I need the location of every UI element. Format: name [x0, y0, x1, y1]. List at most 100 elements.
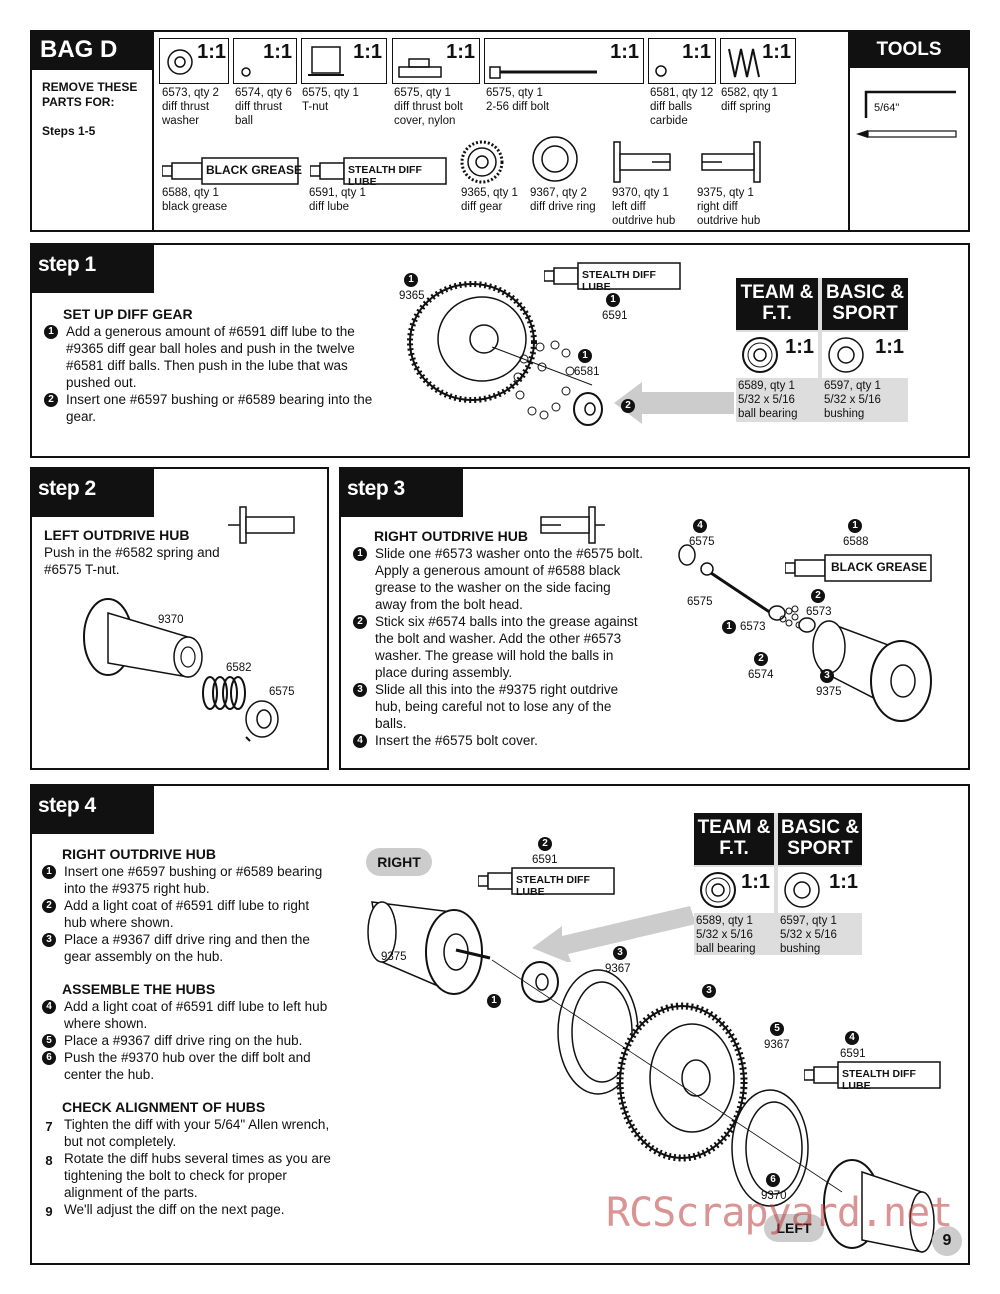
callout-num: 5 [770, 1022, 784, 1036]
part-6573-cell: 1:1 [159, 38, 229, 84]
allen-wrench-label: 5/64" [874, 102, 900, 114]
grease-tube-icon [162, 157, 299, 185]
tools-divider [848, 32, 850, 230]
callout-9375: 9375 [381, 951, 407, 963]
part-6574-cell: 1:1 [233, 38, 297, 84]
stealth-lube-label: STEALTH DIFF LUBE [582, 269, 656, 293]
callout-num: 3 [702, 984, 716, 998]
diff-gear-illustration [407, 281, 593, 403]
lube-tube-icon [310, 157, 447, 185]
step2-panel: step 2 LEFT OUTDRIVE HUB Push in the #65… [30, 467, 329, 770]
spring-icon [202, 676, 246, 710]
callout-6575: 6575 [269, 686, 295, 698]
callout-num: 3 [613, 946, 627, 960]
callout-9375: 9375 [816, 686, 842, 698]
lube-tube-step4a: STEALTH DIFF LUBE [478, 866, 618, 898]
callout-9370: 9370 [761, 1190, 787, 1202]
bag-d-remove-text: REMOVE THESE PARTS FOR: [42, 80, 138, 109]
step2-text: Push in the #6582 spring and #6575 T-nut… [44, 545, 220, 577]
ratio-label: 1:1 [762, 41, 791, 63]
basic-sport-header: BASIC & SPORT [822, 278, 908, 330]
ball-icon [655, 65, 667, 77]
watermark: RCScrapyard.net [606, 1190, 953, 1236]
callout-num: 2 [621, 399, 635, 413]
grease-tube-icon [785, 554, 932, 582]
washer-icon [167, 49, 193, 75]
part-6575-tnut-cell: 1:1 [301, 38, 387, 84]
callout-9367: 9367 [764, 1039, 790, 1051]
insert-arrow [614, 382, 734, 424]
bolt-cover-icon [398, 58, 442, 78]
callout-6591: 6591 [532, 854, 558, 866]
callout-9367: 9367 [605, 963, 631, 975]
allen-wrench-icon [864, 90, 956, 118]
callout-6581: 6581 [574, 366, 600, 378]
ball-bearing-icon [700, 872, 736, 908]
step3-title: RIGHT OUTDRIVE HUB [374, 528, 528, 544]
bushing-icon [573, 392, 603, 426]
callout-num: 3 [820, 669, 834, 683]
bag-d-title: BAG D [32, 32, 152, 70]
callout-num: 1 [848, 519, 862, 533]
step2-title: LEFT OUTDRIVE HUB [44, 527, 190, 543]
bearing-cell: 1:1 [694, 867, 774, 913]
ratio-label: 1:1 [785, 336, 814, 358]
hobby-knife-icon [856, 130, 957, 138]
part-6575-cover-cell: 1:1 [392, 38, 480, 84]
callout-9370: 9370 [158, 614, 184, 626]
ratio-label: 1:1 [829, 871, 858, 893]
insert-arrow [532, 906, 700, 964]
bag-d-divider [152, 32, 154, 230]
black-grease-label: BLACK GREASE [831, 560, 928, 574]
diff-gear-icon [460, 140, 504, 184]
team-ft-header: TEAM & F.T. [736, 278, 818, 330]
part-6581-cell: 1:1 [648, 38, 716, 84]
page-number: 9 [932, 1226, 962, 1256]
section-title: ASSEMBLE THE HUBS [62, 981, 216, 997]
callout-6591: 6591 [840, 1048, 866, 1060]
right-badge: RIGHT [366, 848, 432, 876]
callout-6591: 6591 [602, 310, 628, 322]
right-hub-icon [701, 141, 761, 183]
callout-6573: 6573 [806, 606, 832, 618]
callout-6588: 6588 [843, 536, 869, 548]
callout-num: 2 [754, 652, 768, 666]
step1-tab: step 1 [32, 245, 154, 293]
callout-6575: 6575 [687, 596, 713, 608]
ratio-label: 1:1 [353, 41, 382, 63]
bolt-icon [489, 66, 597, 79]
arrow-left-icon [532, 906, 696, 964]
black-grease-tube: BLACK GREASE [162, 156, 302, 186]
callout-num: 1 [722, 620, 736, 634]
callout-num: 4 [845, 1031, 859, 1045]
tnut-icon [308, 46, 344, 76]
stealth-lube-label: STEALTH DIFF LUBE [842, 1068, 916, 1092]
step4-tab: step 4 [32, 786, 154, 834]
callout-6573: 6573 [740, 621, 766, 633]
tools-title: TOOLS USED [850, 32, 968, 96]
ratio-label: 1:1 [610, 41, 639, 63]
tnut-icon [245, 700, 279, 742]
